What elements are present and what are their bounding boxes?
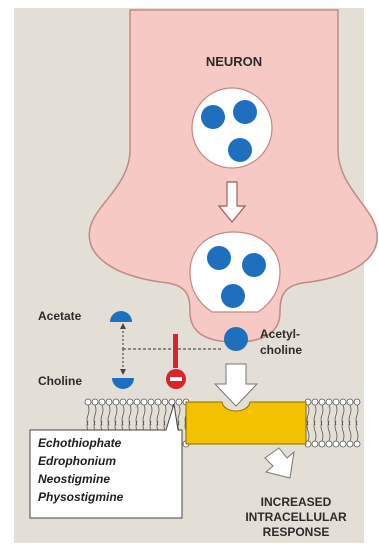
lipid-head — [340, 399, 346, 405]
cholinergic-receptor — [186, 402, 306, 444]
lipid-head — [333, 399, 339, 405]
inhibitor-minus-icon — [170, 377, 182, 381]
lipid-head — [354, 441, 360, 447]
response-label-line3: RESPONSE — [263, 525, 330, 539]
acetylcholine-label-line2: choline — [260, 343, 302, 357]
acetylcholine-molecule — [228, 138, 252, 162]
acetylcholine-molecule — [242, 253, 266, 277]
acetylcholine-label-line1: Acetyl- — [260, 327, 300, 341]
lipid-head — [148, 399, 154, 405]
lipid-head — [106, 399, 112, 405]
released-acetylcholine — [224, 327, 248, 351]
lipid-head — [319, 399, 325, 405]
lipid-head — [176, 399, 182, 405]
lipid-head — [141, 399, 147, 405]
lipid-head — [162, 399, 168, 405]
lipid-head — [347, 399, 353, 405]
lipid-head — [113, 399, 119, 405]
inhibition-bar — [173, 334, 178, 368]
response-label-line2: INTRACELLULAR — [245, 510, 347, 524]
lipid-head — [312, 399, 318, 405]
lipid-head — [312, 441, 318, 447]
lipid-head — [319, 441, 325, 447]
drug-name: Neostigmine — [38, 472, 110, 486]
lipid-head — [134, 399, 140, 405]
acetylcholine-molecule — [207, 246, 231, 270]
lipid-head — [120, 399, 126, 405]
lipid-head — [326, 399, 332, 405]
lipid-head — [155, 399, 161, 405]
lipid-head — [326, 441, 332, 447]
drug-name: Physostigmine — [38, 490, 124, 504]
neuron-label: NEURON — [206, 54, 262, 69]
choline-label: Choline — [38, 374, 82, 388]
acetylcholine-molecule — [221, 284, 245, 308]
acetylcholine-molecule — [233, 100, 257, 124]
drug-name: Edrophonium — [38, 454, 116, 468]
acetylcholine-molecule — [201, 105, 225, 129]
lipid-head — [354, 399, 360, 405]
drug-name: Echothiophate — [38, 436, 122, 450]
lipid-head — [127, 399, 133, 405]
acetate-label: Acetate — [38, 309, 82, 323]
lipid-head — [340, 441, 346, 447]
lipid-head — [347, 441, 353, 447]
lipid-head — [85, 399, 91, 405]
lipid-head — [99, 399, 105, 405]
response-label-line1: INCREASED — [261, 495, 332, 509]
lipid-head — [92, 399, 98, 405]
lipid-head — [333, 441, 339, 447]
